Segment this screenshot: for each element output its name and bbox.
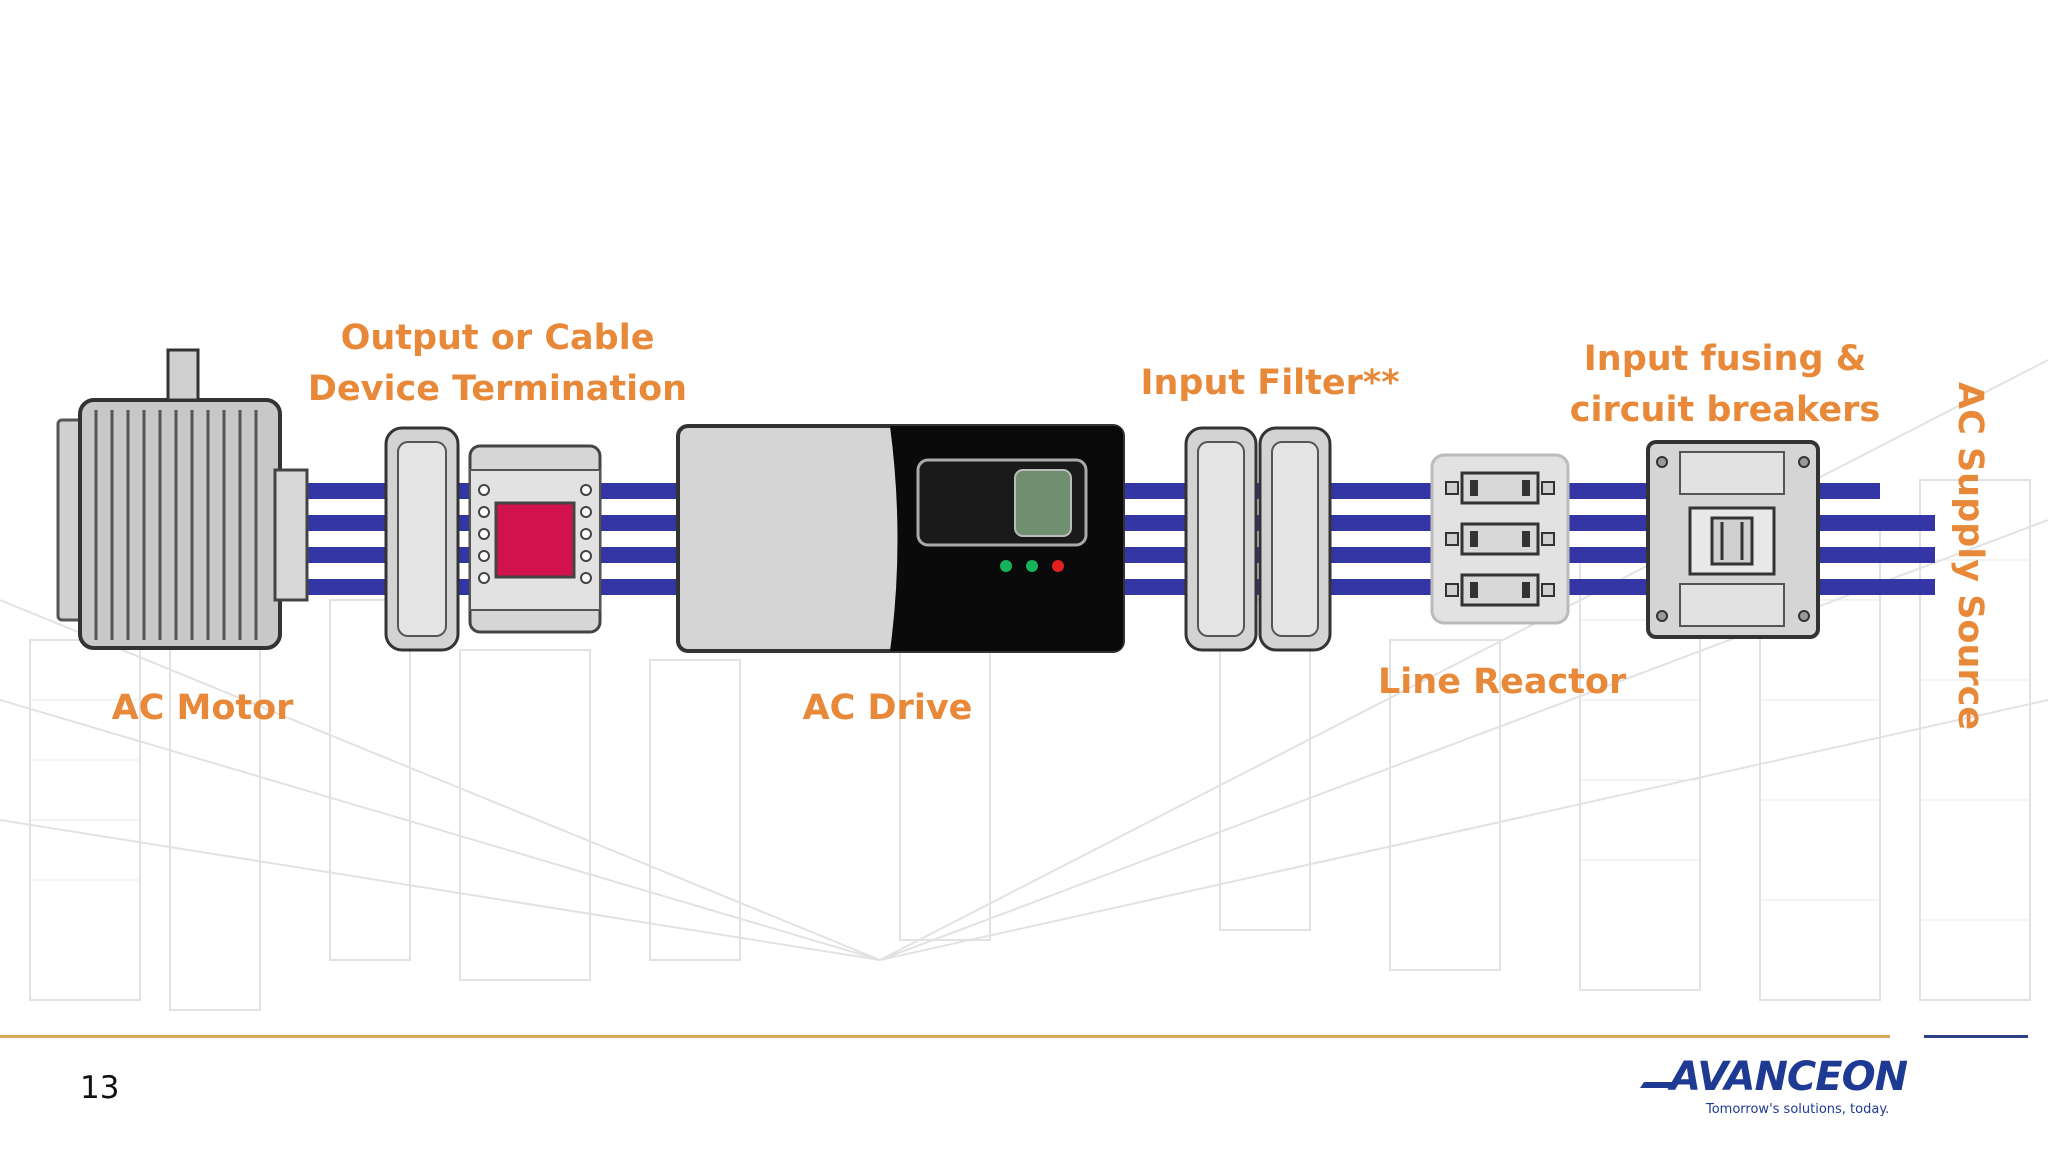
label-ac-drive: AC Drive [802,688,973,728]
output-termination-icon [384,426,602,652]
label-ac-supply-source: AC Supply Source [1950,382,1990,731]
ac-motor-icon [56,348,309,650]
label-output-termination: Output or Cable Device Termination [307,318,688,409]
label-ac-motor: AC Motor [111,688,294,728]
avanceon-logo: AVANCEON Tomorrow's solutions, today. [1640,1052,1908,1122]
logo-tagline: Tomorrow's solutions, today. [1706,1102,1890,1117]
ac-drive-icon [676,424,1125,653]
footer-divider-accent [1924,1035,2028,1038]
label-input-filter: Input Filter** [1140,363,1400,403]
input-filter-icon [1184,426,1332,652]
footer-divider [0,1035,1890,1038]
circuit-breaker-icon [1646,440,1820,639]
logo-mark-icon [1640,1082,1674,1088]
page-number: 13 [80,1070,120,1106]
label-input-fusing: Input fusing & circuit breakers [1569,339,1881,430]
label-line-reactor: Line Reactor [1378,662,1627,702]
line-reactor-icon [1430,453,1570,625]
logo-name: AVANCEON [1670,1054,1908,1100]
